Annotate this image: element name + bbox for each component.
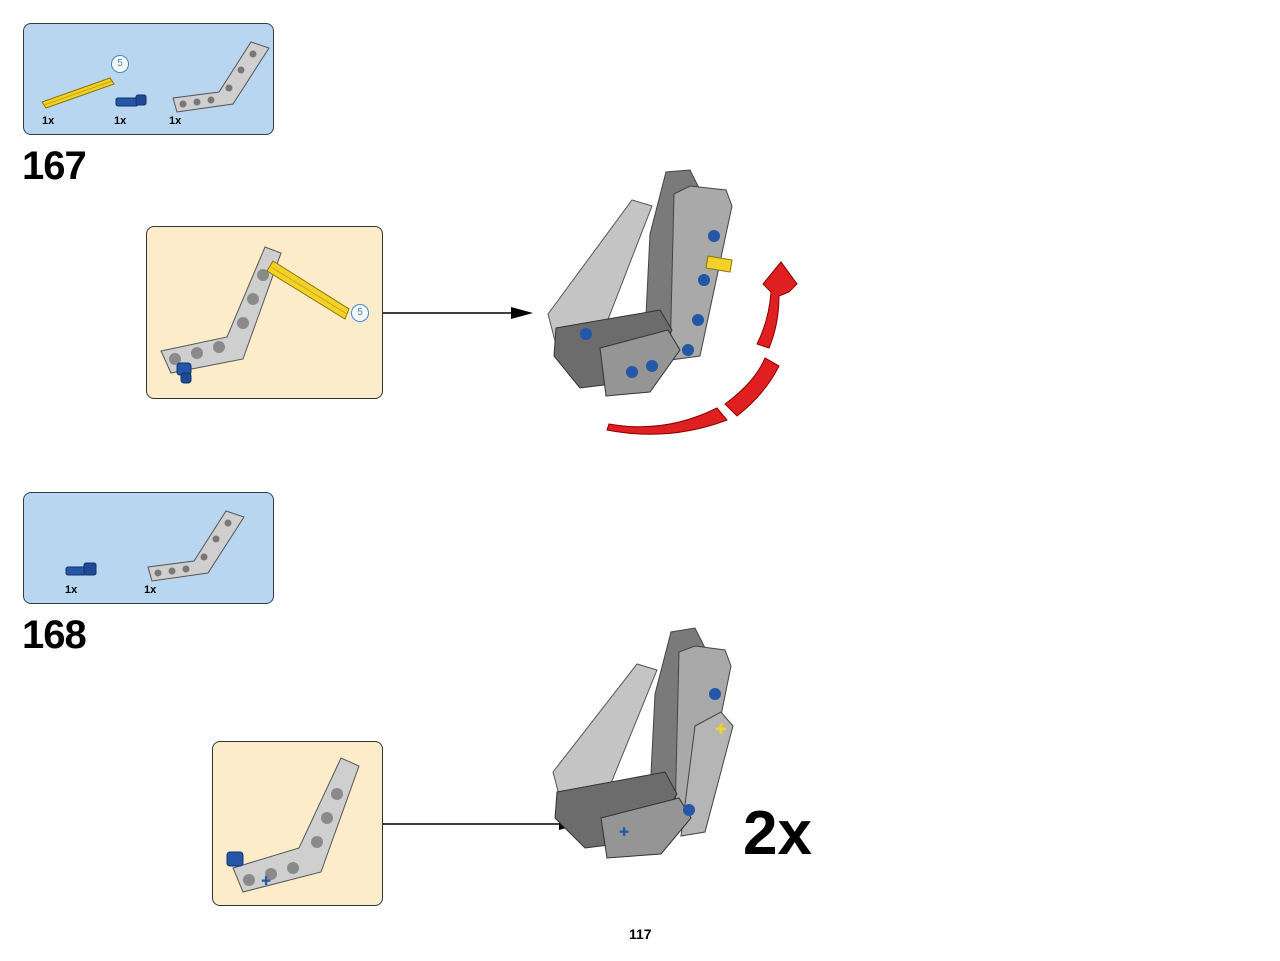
page-number: 117: [629, 926, 652, 942]
pin-part-icon: [115, 94, 147, 107]
step-number-168: 168: [22, 613, 87, 657]
parts-list-step-168: 1x 1x: [23, 492, 274, 604]
axle-part-icon: [41, 77, 115, 109]
subassembly-bent-beam-with-pin-illustration: ✚: [226, 757, 360, 893]
subassembly-box-step-168: ✚: [212, 741, 383, 906]
axle-qty: 1x: [42, 115, 55, 127]
pin-qty: 1x: [65, 584, 78, 596]
svg-text:✚: ✚: [261, 874, 271, 888]
bent-beam-part-icon: [172, 41, 270, 113]
bent-beam-qty: 1x: [144, 584, 157, 596]
bent-beam-qty: 1x: [169, 115, 182, 127]
axle-length-badge: 5: [111, 55, 129, 73]
pin-part-icon: [65, 562, 97, 576]
parts-list-step-167: 5 1x 1x 1x: [23, 23, 274, 135]
svg-text:✚: ✚: [619, 825, 629, 839]
step-number-167: 167: [22, 144, 87, 188]
step-167-assembly-illustration: [547, 169, 733, 397]
step-167-attach-arrow: [383, 307, 533, 319]
pin-qty: 1x: [114, 115, 127, 127]
subassembly-axle-length-badge: 5: [351, 304, 369, 322]
bent-beam-part-icon: [147, 510, 245, 582]
svg-text:✚: ✚: [715, 722, 727, 738]
multiplier-label: 2x: [743, 799, 812, 868]
step-168-assembly-illustration: ✚ ✚: [552, 627, 734, 859]
subassembly-box-step-167: 5: [146, 226, 383, 399]
subassembly-beam-with-axle-illustration: [160, 246, 350, 384]
rotate-arrow-icon: [606, 261, 798, 435]
